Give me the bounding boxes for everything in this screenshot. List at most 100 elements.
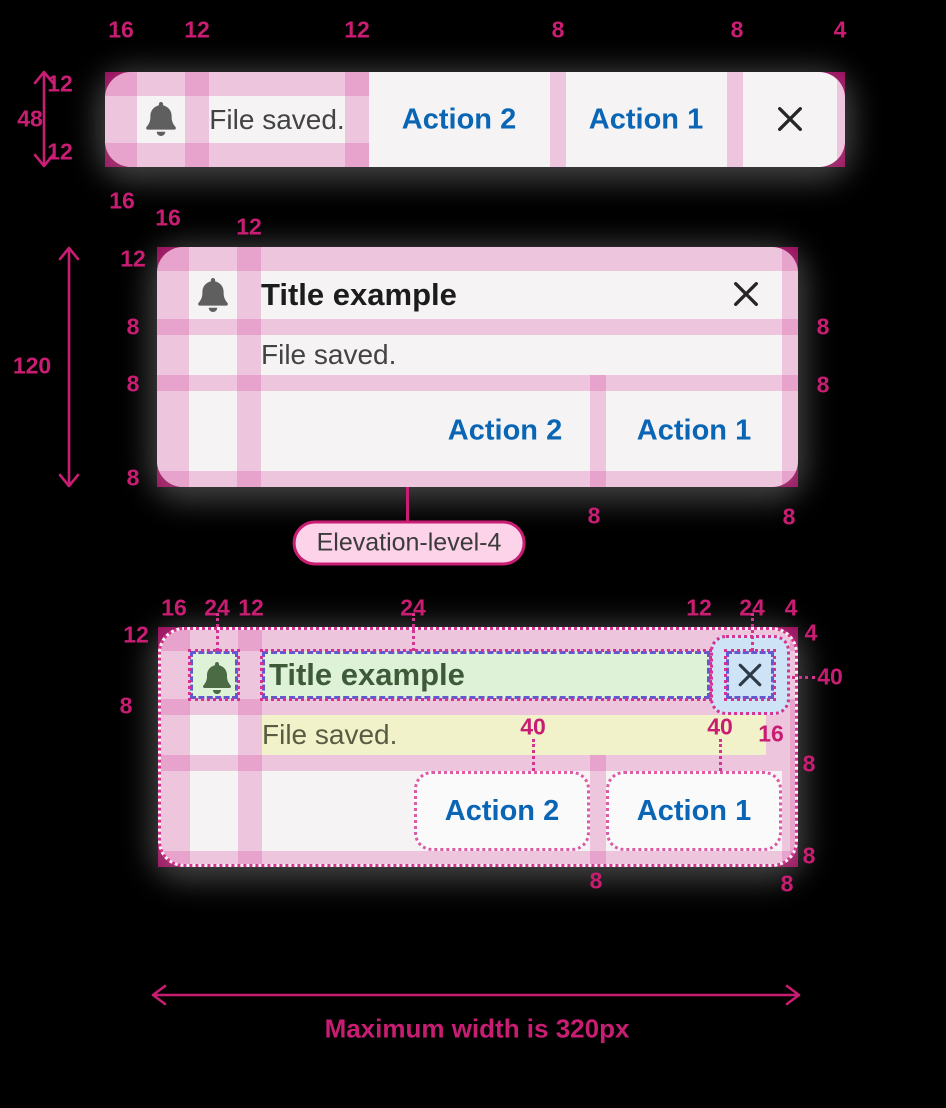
spacing-overlay <box>161 699 795 715</box>
spacing-label: 8 <box>782 503 796 530</box>
spacing-overlay <box>766 715 795 755</box>
spacing-overlay <box>157 247 798 271</box>
elevation-badge: Elevation-level-4 <box>292 520 526 566</box>
height-label: 48 <box>17 105 43 132</box>
spacing-label: 16 <box>758 720 784 747</box>
close-icon[interactable] <box>771 100 809 138</box>
spacing-label: 12 <box>120 245 146 272</box>
spacing-label: 8 <box>587 502 601 529</box>
spacing-overlay <box>157 375 798 391</box>
size-label: 40 <box>520 713 546 740</box>
bell-icon <box>196 278 230 312</box>
action-1-button[interactable]: Action 1 <box>588 103 704 136</box>
spacing-label: 12 <box>344 16 370 43</box>
height-arrow <box>31 69 57 169</box>
spacing-label: 8 <box>551 16 565 43</box>
action-1-label: Action 1 <box>636 794 752 827</box>
notification-card: Title example File saved. Action 2 Actio… <box>158 627 798 867</box>
spacing-overlay <box>238 630 262 864</box>
spacing-overlay <box>105 72 369 96</box>
spacing-label: 24 <box>739 594 765 621</box>
spacing-overlay <box>782 771 795 864</box>
width-arrow <box>150 982 802 1008</box>
spacing-label: 12 <box>123 621 149 648</box>
spacing-overlay <box>782 247 798 487</box>
spacing-overlay <box>590 755 606 864</box>
snackbar-card: File saved. Action 2 Action 1 <box>105 72 845 167</box>
size-label: 40 <box>817 663 843 690</box>
action-2-label: Action 2 <box>444 794 560 827</box>
spacing-label: 8 <box>119 692 133 719</box>
spacing-label: 4 <box>784 594 798 621</box>
bell-icon <box>201 662 233 694</box>
spacing-label: 8 <box>802 842 816 869</box>
spacing-label: 24 <box>204 594 230 621</box>
spacing-label: 12 <box>184 16 210 43</box>
spacing-label: 16 <box>161 594 187 621</box>
title-bounds: Title example <box>260 649 712 701</box>
spacing-label: 12 <box>47 70 73 97</box>
message-bounds: File saved. <box>262 715 766 755</box>
close-touch-target[interactable] <box>710 635 790 715</box>
spacing-overlay <box>157 247 189 487</box>
spacing-overlay <box>550 72 566 167</box>
spacing-overlay <box>727 72 743 167</box>
action-1-button[interactable]: Action 1 <box>606 771 782 851</box>
close-icon[interactable] <box>732 657 768 693</box>
spacing-overlay <box>837 72 845 167</box>
spacing-label: 8 <box>589 867 603 894</box>
height-label: 120 <box>12 352 52 379</box>
spacing-overlay <box>590 375 606 487</box>
leader-line <box>412 613 415 651</box>
notification-title: Title example <box>269 657 465 692</box>
spacing-label: 8 <box>126 313 140 340</box>
snackbar-message: File saved. <box>209 104 345 135</box>
spacing-label: 16 <box>109 187 135 214</box>
leader-line <box>792 676 815 679</box>
bell-icon <box>144 102 178 136</box>
spacing-overlay <box>790 630 795 864</box>
spacing-overlay <box>105 143 369 167</box>
leader-line <box>216 613 219 651</box>
spacing-label: 12 <box>236 213 262 240</box>
spacing-label: 8 <box>126 370 140 397</box>
leader-line <box>532 739 535 771</box>
action-2-button[interactable]: Action 2 <box>401 103 517 136</box>
action-2-button[interactable]: Action 2 <box>447 414 563 447</box>
spacing-label: 12 <box>686 594 712 621</box>
action-1-button[interactable]: Action 1 <box>636 414 752 447</box>
spacing-overlay <box>237 247 261 487</box>
leader-line <box>719 739 722 771</box>
leader-line <box>751 613 754 651</box>
max-width-label: Maximum width is 320px <box>324 1013 630 1044</box>
spacing-label: 8 <box>816 313 830 340</box>
spacing-label: 16 <box>108 16 134 43</box>
action-2-button[interactable]: Action 2 <box>414 771 590 851</box>
spacing-overlay <box>161 630 795 651</box>
callout-line <box>406 487 409 523</box>
spacing-label: 8 <box>126 464 140 491</box>
height-arrow <box>56 245 82 489</box>
spacing-label: 16 <box>155 204 181 231</box>
spacing-label: 4 <box>804 619 818 646</box>
spacing-label: 12 <box>47 138 73 165</box>
notification-message: File saved. <box>261 339 397 370</box>
spacing-overlay <box>345 72 369 167</box>
close-icon[interactable] <box>727 275 765 313</box>
spacing-overlay <box>157 319 798 335</box>
size-label: 40 <box>707 713 733 740</box>
spacing-label: 8 <box>730 16 744 43</box>
spacing-overlay <box>161 630 190 864</box>
spacing-overlay <box>157 471 798 487</box>
spacing-label: 12 <box>238 594 264 621</box>
leading-icon-bounds <box>188 649 240 701</box>
spacing-overlay <box>185 72 209 167</box>
spacing-overlay <box>161 755 795 771</box>
spacing-label: 8 <box>780 870 794 897</box>
spacing-label: 8 <box>816 371 830 398</box>
spacing-label: 8 <box>802 750 816 777</box>
notification-title: Title example <box>261 277 457 312</box>
spacing-label: 24 <box>400 594 426 621</box>
notification-message: File saved. <box>262 719 398 750</box>
